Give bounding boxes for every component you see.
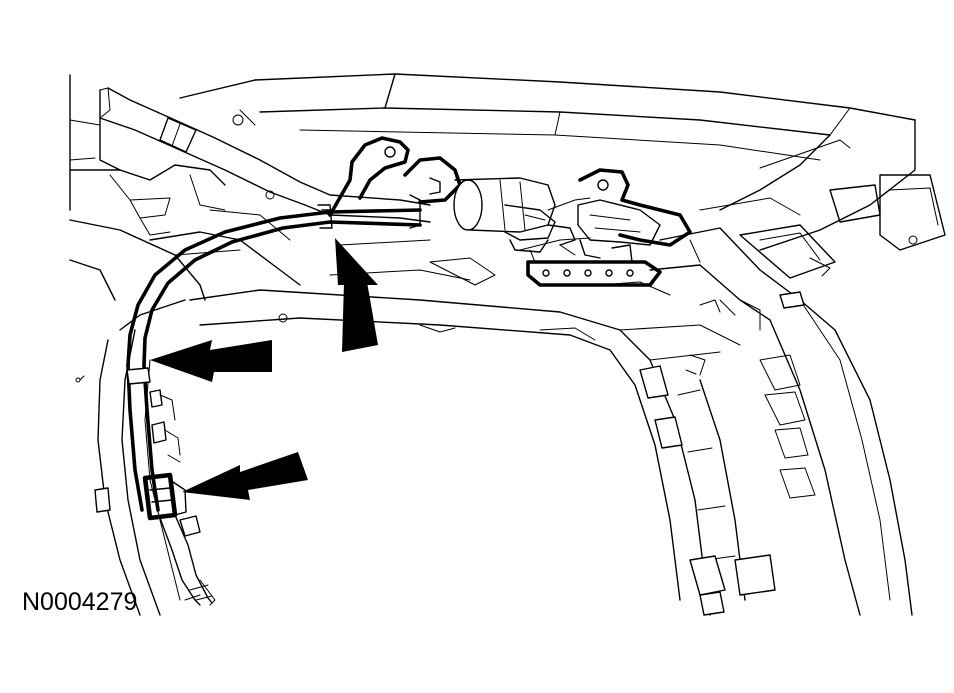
figure-id-label: N0004279 <box>22 588 138 616</box>
callout-arrow-left-upper <box>150 340 272 382</box>
callout-arrow-up <box>335 238 378 352</box>
main-harness-bundle <box>99 87 431 223</box>
shade-motor-assembly <box>328 136 576 263</box>
callout-arrow-left-lower <box>182 452 308 500</box>
connector-bracket <box>526 168 692 287</box>
routed-wire-harness <box>126 204 422 606</box>
